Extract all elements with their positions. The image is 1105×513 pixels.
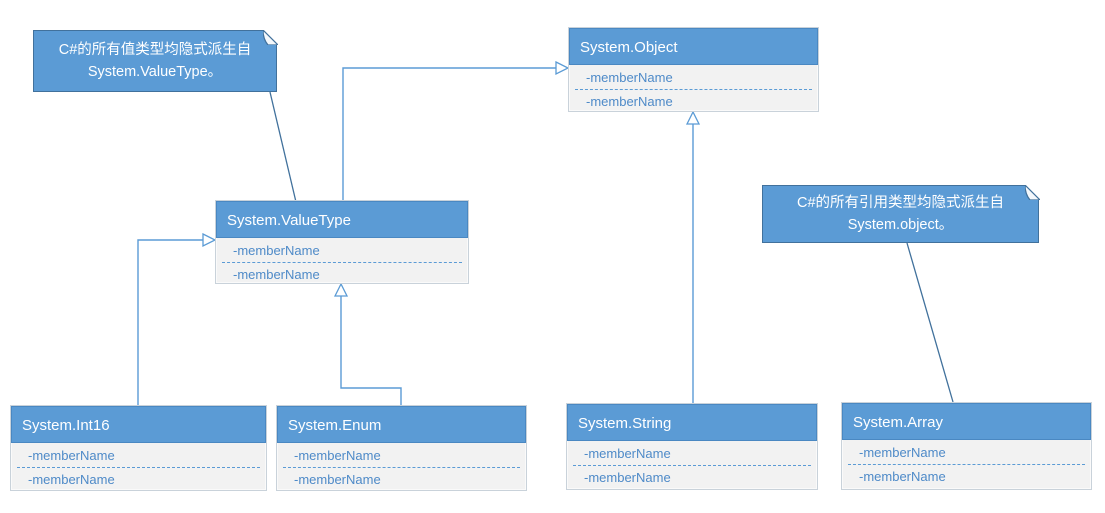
member-divider	[17, 467, 260, 468]
class-box-system-int16[interactable]: System.Int16 -memberName -memberName	[10, 405, 267, 491]
note-reference-types[interactable]: C#的所有引用类型均隐式派生自 System.object。	[762, 184, 1040, 243]
generalization-arrow-icon	[685, 110, 701, 125]
class-box-system-array[interactable]: System.Array -memberName -memberName	[841, 402, 1092, 490]
note-fold-icon	[262, 29, 278, 45]
class-box-system-object[interactable]: System.Object -memberName -memberName	[568, 27, 819, 112]
generalization-arrow-icon	[202, 232, 217, 248]
class-box-system-valuetype[interactable]: System.ValueType -memberName -memberName	[215, 200, 469, 284]
member-name: -memberName	[584, 446, 671, 461]
member-divider	[848, 464, 1085, 465]
note-text: System.object。	[847, 217, 954, 233]
class-title: System.Object	[569, 28, 818, 65]
member-name: -memberName	[233, 267, 320, 282]
note-text: System.ValueType。	[87, 64, 223, 80]
member-name: -memberName	[586, 70, 673, 85]
connector-string-to-object	[685, 110, 701, 403]
note-leader-array	[906, 242, 954, 403]
note-fold-icon	[1024, 184, 1040, 200]
member-name: -memberName	[28, 472, 115, 487]
member-name: -memberName	[584, 470, 671, 485]
class-members: -memberName -memberName	[569, 65, 818, 111]
member-name: -memberName	[233, 243, 320, 258]
member-divider	[222, 262, 462, 263]
class-members: -memberName -memberName	[842, 440, 1091, 486]
class-members: -memberName -memberName	[277, 443, 526, 489]
note-text: C#的所有引用类型均隐式派生自	[796, 195, 1005, 211]
member-divider	[283, 467, 520, 468]
class-members: -memberName -memberName	[11, 443, 266, 489]
note-text: C#的所有值类型均隐式派生自	[58, 42, 252, 58]
class-members: -memberName -memberName	[567, 441, 817, 487]
member-name: -memberName	[859, 445, 946, 460]
member-name: -memberName	[28, 448, 115, 463]
class-title: System.String	[567, 404, 817, 441]
member-name: -memberName	[294, 472, 381, 487]
note-leader-valuetype	[269, 91, 297, 203]
generalization-arrow-icon	[555, 60, 570, 76]
connector-int16-to-valuetype	[137, 232, 217, 405]
generalization-arrow-icon	[333, 282, 349, 297]
class-box-system-enum[interactable]: System.Enum -memberName -memberName	[276, 405, 527, 491]
member-name: -memberName	[586, 94, 673, 109]
class-title: System.Array	[842, 403, 1091, 440]
member-name: -memberName	[294, 448, 381, 463]
class-title: System.ValueType	[216, 201, 468, 238]
member-divider	[573, 465, 811, 466]
connector-enum-to-valuetype	[333, 282, 402, 405]
connector-valuetype-to-object	[342, 60, 570, 200]
class-box-system-string[interactable]: System.String -memberName -memberName	[566, 403, 818, 490]
class-title: System.Int16	[11, 406, 266, 443]
class-members: -memberName -memberName	[216, 238, 468, 284]
member-divider	[575, 89, 812, 90]
class-title: System.Enum	[277, 406, 526, 443]
member-name: -memberName	[859, 469, 946, 484]
note-value-types[interactable]: C#的所有值类型均隐式派生自 System.ValueType。	[33, 29, 278, 92]
